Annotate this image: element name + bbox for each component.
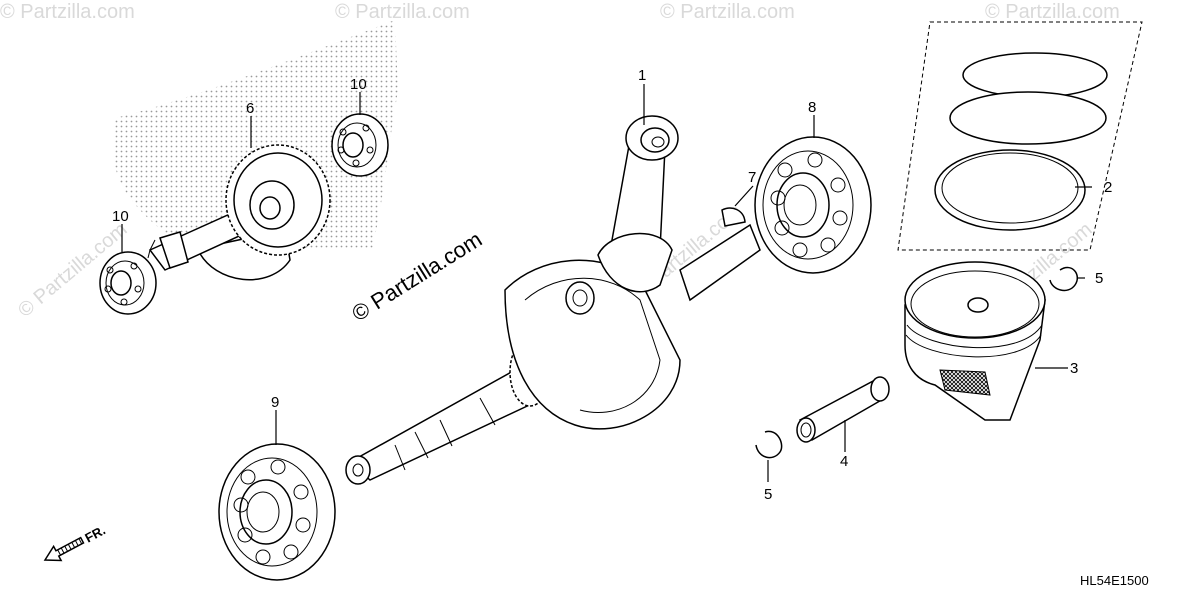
woodruff-key-7 [721, 207, 746, 227]
svg-text:© Partzilla.com: © Partzilla.com [0, 1, 135, 23]
diagram-code: HL54E1500 [1080, 573, 1149, 588]
svg-text:© Partzilla.com: © Partzilla.com [660, 1, 795, 23]
piston-3 [904, 261, 1046, 421]
piston-pin-clip-5-right [1049, 266, 1079, 292]
callout-4: 4 [840, 453, 848, 470]
callout-5-right: 5 [1095, 270, 1103, 287]
piston-ring-set-2 [897, 21, 1143, 251]
ball-bearing-10-upper [331, 113, 389, 177]
callout-10-lower: 10 [112, 208, 129, 225]
ball-bearing-10-lower [99, 251, 157, 315]
svg-text:© Partzilla.com: © Partzilla.com [985, 1, 1120, 23]
ball-bearing-8 [754, 136, 872, 274]
callout-10-upper: 10 [350, 76, 367, 93]
callout-1: 1 [638, 67, 646, 84]
piston-pin-4 [796, 376, 890, 443]
callout-3: 3 [1070, 360, 1078, 377]
ball-bearing-9 [218, 443, 336, 581]
leader-lines [121, 84, 1092, 482]
callouts: 1 2 3 4 5 5 6 7 8 9 10 10 [112, 67, 1112, 503]
piston-pin-clip-5-lower [755, 430, 783, 459]
balancer-shaft-6 [147, 144, 331, 281]
callout-7: 7 [748, 169, 756, 186]
front-direction-arrow: FR. [43, 522, 108, 562]
crankshaft-1 [345, 115, 761, 485]
callout-5-lower: 5 [764, 486, 772, 503]
callout-9: 9 [271, 394, 279, 411]
callout-8: 8 [808, 99, 816, 116]
callout-2: 2 [1104, 179, 1112, 196]
svg-text:FR.: FR. [82, 522, 108, 545]
svg-text:© Partzilla.com: © Partzilla.com [335, 1, 470, 23]
callout-6: 6 [246, 100, 254, 117]
